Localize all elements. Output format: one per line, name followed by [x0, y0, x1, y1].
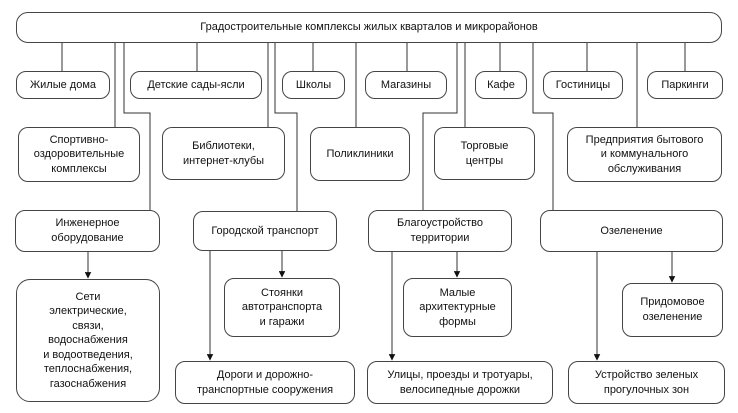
node-clinics: Поликлиники	[310, 127, 410, 181]
node-hotels: Гостиницы	[543, 71, 623, 99]
node-malls: Торговые центры	[434, 127, 535, 180]
edge-root-transport	[274, 43, 298, 211]
node-sports: Спортивно- оздоровительные комплексы	[18, 127, 140, 182]
node-small-forms: Малые архитектурные формы	[403, 278, 512, 337]
node-landscaping: Благоустройство территории	[368, 210, 512, 252]
node-networks: Сети электрические, связи, водоснабжения…	[16, 279, 160, 402]
edge-root-landscaping	[422, 43, 458, 210]
edge-root-greening	[532, 43, 554, 210]
node-roads: Дороги и дорожно- транспортные сооружени…	[175, 361, 355, 404]
node-kindergartens: Детские сады-ясли	[130, 71, 262, 99]
node-yard-greening: Придомовое озеленение	[622, 283, 723, 337]
node-transport: Городской транспорт	[193, 211, 337, 251]
node-services: Предприятия бытового и коммунального обс…	[567, 127, 722, 182]
edge-root-engineering	[123, 43, 151, 210]
node-root: Градостроительные комплексы жилых кварта…	[16, 12, 722, 43]
node-homes: Жилые дома	[16, 71, 110, 99]
node-shops: Магазины	[365, 71, 447, 99]
node-cafes: Кафе	[475, 71, 527, 99]
node-green-zones: Устройство зеленых прогулочных зон	[568, 361, 725, 404]
node-libraries: Библиотеки, интернет-клубы	[162, 127, 285, 180]
node-parking: Паркинги	[647, 71, 723, 99]
node-parking-garages: Стоянки автотранспорта и гаражи	[224, 278, 340, 337]
node-schools: Школы	[282, 71, 345, 99]
node-engineering: Инженерное оборудование	[15, 210, 160, 252]
node-streets: Улицы, проезды и тротуары, велосипедные …	[367, 361, 553, 404]
node-greening: Озеленение	[540, 210, 723, 252]
